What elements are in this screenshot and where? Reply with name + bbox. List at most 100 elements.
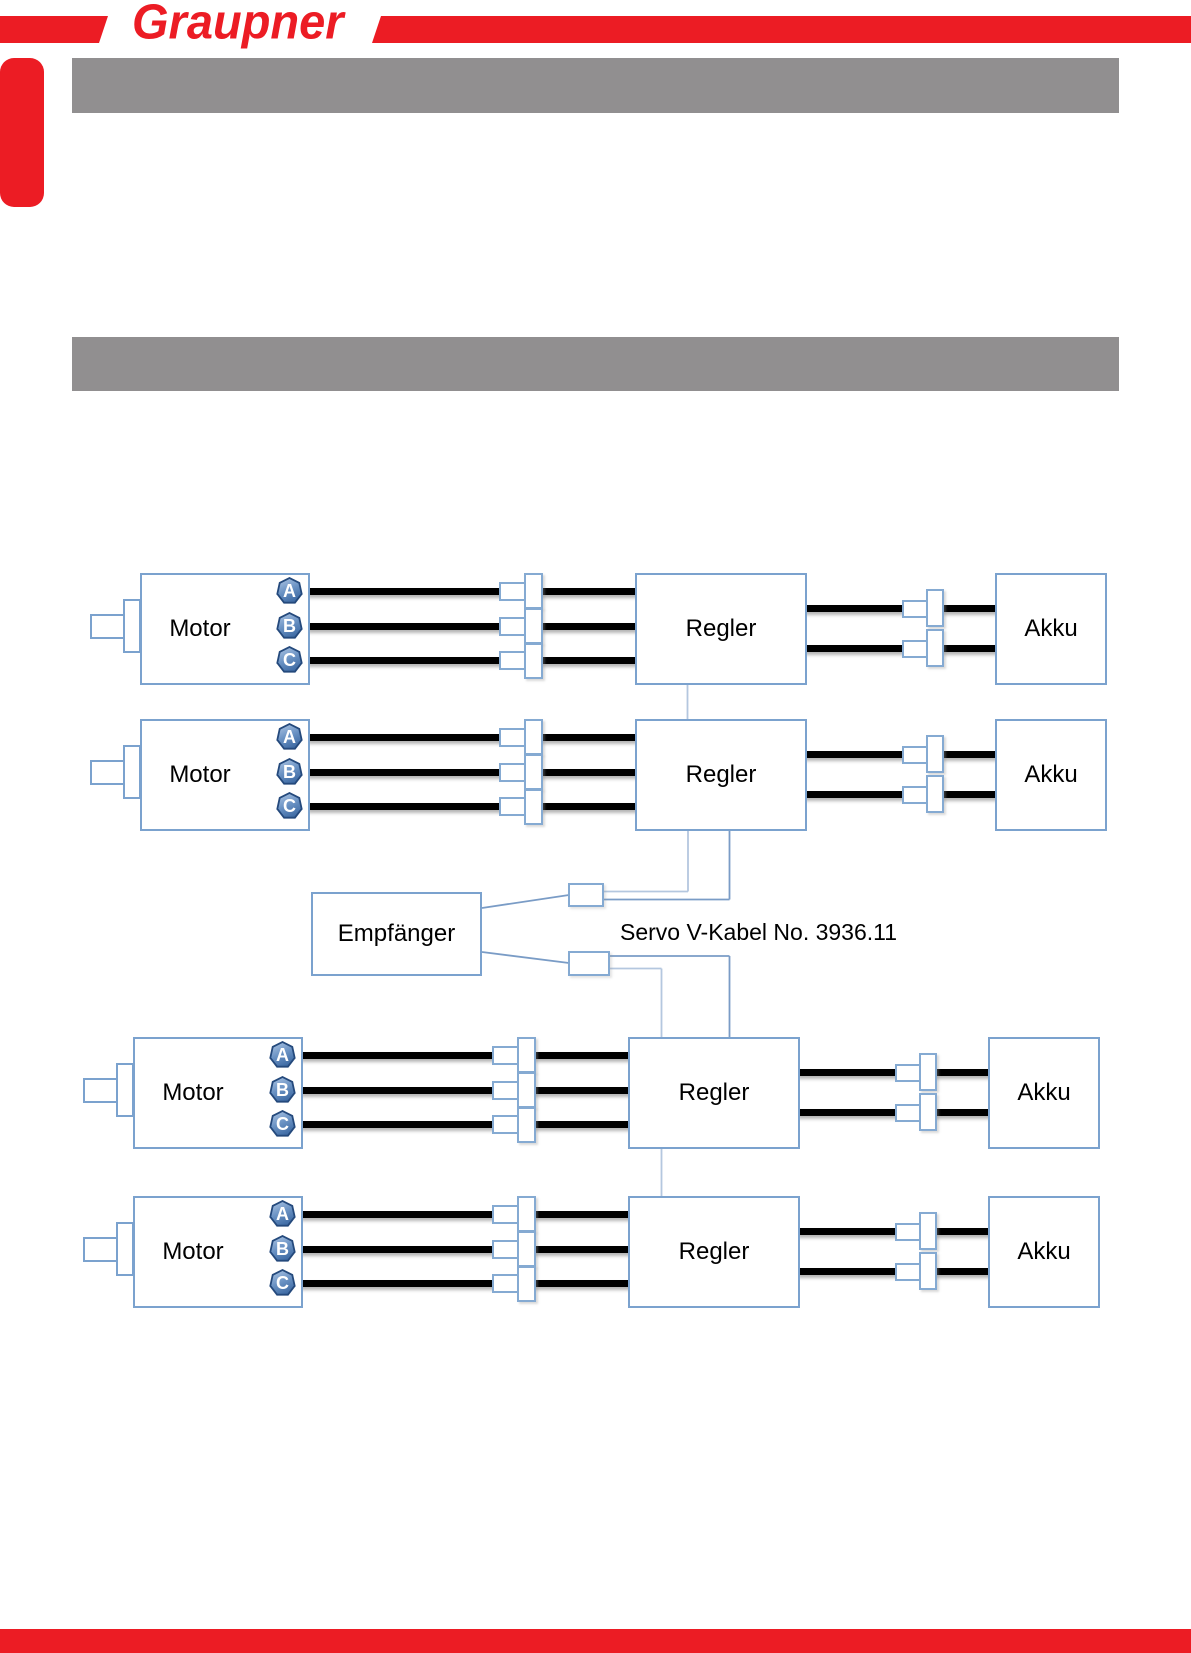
drive-row-1: Motor Regler Akku A B C (0, 573, 1191, 685)
battery-plug-tall-2 (926, 629, 944, 667)
battery-wire-2 (803, 645, 999, 652)
motor-wire-a (306, 588, 639, 595)
motor-plug-small-a (499, 728, 526, 747)
battery-wire-1 (803, 751, 999, 758)
battery-plug-small-1 (895, 1223, 921, 1241)
akku-label: Akku (1024, 761, 1078, 788)
phase-badge-b: B (269, 1235, 296, 1262)
motor-plug-small-b (492, 1081, 519, 1100)
battery-wire-1 (803, 605, 999, 612)
motor-wire-c (299, 1121, 632, 1128)
phase-badge-c: C (269, 1269, 296, 1296)
logo-bar-left (0, 16, 108, 43)
motor-wire-b (306, 769, 639, 776)
vcable-label: Servo V-Kabel No. 3936.11 (620, 919, 898, 945)
motor-plug-tall-c (524, 789, 543, 825)
motor-plug-small-a (492, 1205, 519, 1224)
phase-badge-c-face (278, 794, 301, 817)
battery-plug-small-2 (895, 1263, 921, 1281)
phase-badge-c: C (276, 792, 303, 819)
battery-plug-tall-1 (926, 735, 944, 773)
battery-wire-2 (796, 1268, 992, 1275)
battery-plug-small-2 (895, 1104, 921, 1122)
motor-wire-a (299, 1052, 632, 1059)
akku-label: Akku (1017, 1079, 1071, 1106)
motor-plug-tall-b (517, 1231, 536, 1267)
link-empfaenger-vcable1 (481, 894, 570, 909)
regler-box: Regler (635, 719, 807, 831)
motor-plug-small-b (499, 763, 526, 782)
phase-badge-b: B (269, 1076, 296, 1103)
drive-row-2: Motor Regler Akku A B C (0, 719, 1191, 831)
motor-plug-tall-c (517, 1107, 536, 1143)
section-heading-bar-1 (72, 58, 1119, 113)
vcable-plug-2 (568, 951, 610, 976)
motor-label: Motor (169, 761, 231, 788)
motor-label: Motor (162, 1238, 224, 1265)
motor-plug-small-c (492, 1115, 519, 1134)
drive-row-4: Motor Regler Akku A B C (0, 1196, 1184, 1308)
phase-badge-b-face (278, 760, 301, 783)
regler-label: Regler (678, 1079, 750, 1106)
motor-plug-small-c (499, 797, 526, 816)
battery-plug-tall-2 (919, 1252, 937, 1290)
phase-badge-b: B (276, 612, 303, 639)
phase-badge-a-face (278, 725, 301, 748)
motor-wire-c (299, 1280, 632, 1287)
motor-wire-a (306, 734, 639, 741)
motor-plug-small-c (499, 651, 526, 670)
akku-box: Akku (995, 719, 1107, 831)
regler-label: Regler (685, 615, 757, 642)
phase-badge-b-face (271, 1237, 294, 1260)
motor-wire-b (306, 623, 639, 630)
motor-wire-a (299, 1211, 632, 1218)
motor-plug-tall-a (524, 573, 543, 609)
battery-plug-tall-1 (919, 1053, 937, 1091)
battery-wire-2 (803, 791, 999, 798)
akku-box: Akku (995, 573, 1107, 685)
motor-shaft-tip (83, 1237, 118, 1262)
phase-badge-c-face (278, 648, 301, 671)
motor-plug-small-a (499, 582, 526, 601)
battery-plug-small-1 (902, 746, 928, 764)
drive-row-3: Motor Regler Akku A B C (0, 1037, 1184, 1149)
logo-bar-right (372, 16, 1191, 43)
phase-badge-a: A (276, 577, 303, 604)
battery-plug-tall-2 (926, 775, 944, 813)
phase-badge-b-face (278, 614, 301, 637)
battery-plug-small-2 (902, 786, 928, 804)
footer-red-bar (0, 1629, 1191, 1653)
phase-badge-c: C (276, 646, 303, 673)
motor-label: Motor (162, 1079, 224, 1106)
battery-plug-small-2 (902, 640, 928, 658)
battery-plug-tall-1 (919, 1212, 937, 1250)
motor-plug-tall-c (524, 643, 543, 679)
battery-plug-tall-2 (919, 1093, 937, 1131)
battery-plug-small-1 (895, 1064, 921, 1082)
akku-label: Akku (1024, 615, 1078, 642)
motor-plug-small-b (492, 1240, 519, 1259)
section-heading-bar-2 (72, 337, 1119, 391)
phase-badge-b: B (276, 758, 303, 785)
phase-badge-a: A (269, 1041, 296, 1068)
motor-plug-tall-b (524, 754, 543, 790)
regler-label: Regler (678, 1238, 750, 1265)
regler-box: Regler (635, 573, 807, 685)
phase-badge-c: C (269, 1110, 296, 1137)
regler-box: Regler (628, 1037, 800, 1149)
red-side-tab (0, 58, 44, 207)
motor-shaft-tip (83, 1078, 118, 1103)
motor-shaft-collar (123, 745, 141, 799)
motor-wire-c (306, 803, 639, 810)
motor-label: Motor (169, 615, 231, 642)
battery-plug-small-1 (902, 600, 928, 618)
motor-shaft-collar (116, 1063, 134, 1117)
battery-wire-2 (796, 1109, 992, 1116)
motor-shaft-tip (90, 760, 125, 785)
phase-badge-c-face (271, 1112, 294, 1135)
battery-wire-1 (796, 1069, 992, 1076)
battery-wire-1 (796, 1228, 992, 1235)
akku-box: Akku (988, 1037, 1100, 1149)
regler-label: Regler (685, 761, 757, 788)
